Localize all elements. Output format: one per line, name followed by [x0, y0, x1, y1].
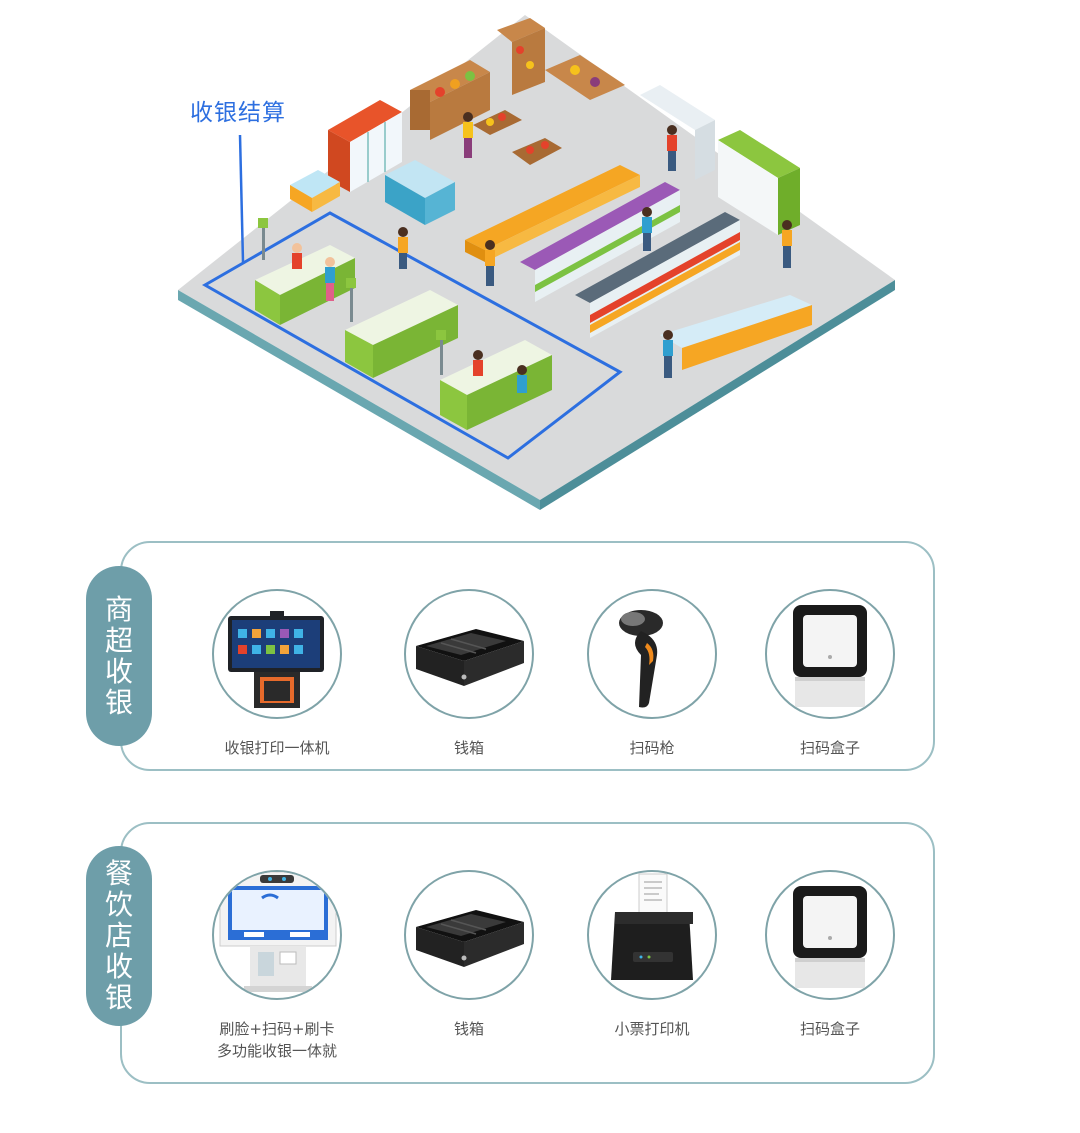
glass-display-case — [385, 160, 455, 225]
product-name: 钱箱 — [453, 739, 484, 757]
callout-leader-line — [238, 134, 245, 263]
label-char: 银 — [104, 686, 133, 719]
cash-drawer-icon — [416, 629, 524, 686]
fruit-bins — [473, 110, 562, 165]
label-char: 银 — [104, 981, 133, 1014]
product-name: 扫码盒子 — [799, 1020, 860, 1038]
qr-scan-box-icon[interactable] — [765, 589, 895, 719]
pos-terminal-icon[interactable] — [212, 589, 342, 719]
qr-scan-box-icon — [793, 605, 867, 707]
freezer-counter — [290, 170, 340, 212]
product-name: 收银打印一体机 — [224, 739, 330, 757]
cash-drawer-icon[interactable] — [404, 870, 534, 1000]
deli-counter — [660, 295, 812, 370]
cash-drawer-icon — [416, 910, 524, 967]
drink-fridge — [328, 100, 402, 192]
receipt-printer-icon[interactable] — [587, 870, 717, 1000]
shoppers — [292, 112, 792, 393]
floor-edge-left — [178, 290, 540, 510]
label-char: 饮 — [104, 888, 133, 921]
face-pay-terminal-icon[interactable] — [212, 870, 342, 1000]
product-name: 扫码盒子 — [799, 739, 860, 757]
supermarket-illustration: 收银结算 — [0, 0, 1080, 520]
barcode-scanner-gun-icon[interactable] — [587, 589, 717, 719]
qr-scan-box-icon — [793, 886, 867, 988]
qr-scan-box-icon[interactable] — [765, 870, 895, 1000]
product-name: 钱箱 — [453, 1020, 484, 1038]
receipt-printer-icon — [611, 873, 693, 980]
label-char: 收 — [104, 950, 133, 983]
product-name: 扫码枪 — [629, 739, 675, 757]
restaurant-checkout-label: 餐 饮 店 收 银 — [86, 846, 152, 1026]
floor-edge-right — [540, 280, 895, 510]
cash-drawer-icon[interactable] — [404, 589, 534, 719]
face-pay-terminal-icon — [219, 872, 337, 992]
product-name: 刷脸+扫码+刷卡 — [219, 1020, 335, 1038]
checkout-area-outline — [201, 211, 623, 460]
produce-shelves — [410, 18, 625, 140]
side-fridges — [640, 85, 800, 235]
supermarket-checkout-label: 商 超 收 银 — [86, 566, 152, 746]
label-char: 收 — [104, 655, 133, 688]
store-floor-plan — [178, 15, 895, 510]
label-char: 超 — [104, 624, 133, 657]
product-name: 小票打印机 — [614, 1020, 690, 1038]
grocery-aisles — [465, 165, 740, 338]
label-char: 餐 — [104, 857, 133, 890]
pos-terminal-icon — [228, 611, 324, 708]
product-name-line2: 多功能收银一体就 — [216, 1042, 337, 1060]
label-char: 店 — [104, 919, 133, 952]
checkout-area-callout-label: 收银结算 — [190, 100, 286, 126]
label-char: 商 — [104, 593, 133, 626]
barcode-scanner-gun-icon — [619, 610, 663, 708]
